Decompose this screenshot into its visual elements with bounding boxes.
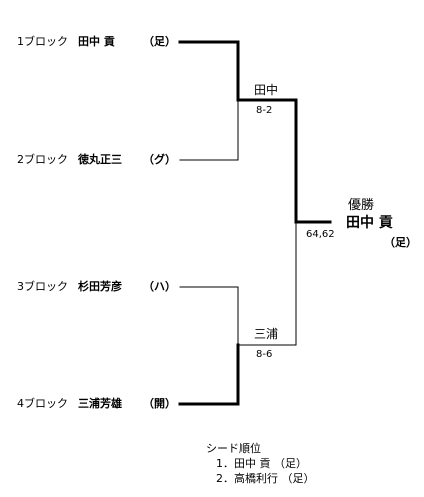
player-2-team: （グ） — [143, 153, 176, 166]
semi-2-score: 8-6 — [256, 349, 273, 360]
seed-item-2: 2．高橋利行 （足） — [216, 472, 315, 485]
player-3-block: 3ブロック — [17, 280, 68, 293]
player-3-team: （ハ） — [143, 280, 176, 293]
player-1-name: 田中 貢 — [78, 35, 115, 48]
player-4-block: 4ブロック — [17, 397, 68, 410]
semi-1-score: 8-2 — [256, 105, 273, 116]
player-4-team: （開） — [143, 397, 176, 410]
player-3-name: 杉田芳彦 — [78, 280, 122, 293]
semi-1-winner: 田中 — [254, 83, 279, 97]
player-4-name: 三浦芳雄 — [78, 397, 122, 410]
champion-title: 優勝 — [348, 198, 375, 213]
player-1-block: 1ブロック — [17, 35, 68, 48]
player-2-block: 2ブロック — [17, 153, 68, 166]
player-2-name: 徳丸正三 — [78, 153, 122, 166]
semi-2-winner: 三浦 — [254, 327, 279, 341]
champion-name: 田中 貢 — [346, 215, 393, 231]
seed-item-1: 1．田中 貢 （足） — [216, 457, 307, 470]
player-1-team: （足） — [143, 35, 176, 48]
final-score: 64,62 — [306, 229, 335, 240]
seed-heading: シード順位 — [206, 442, 261, 455]
champion-team: （足） — [384, 236, 417, 249]
